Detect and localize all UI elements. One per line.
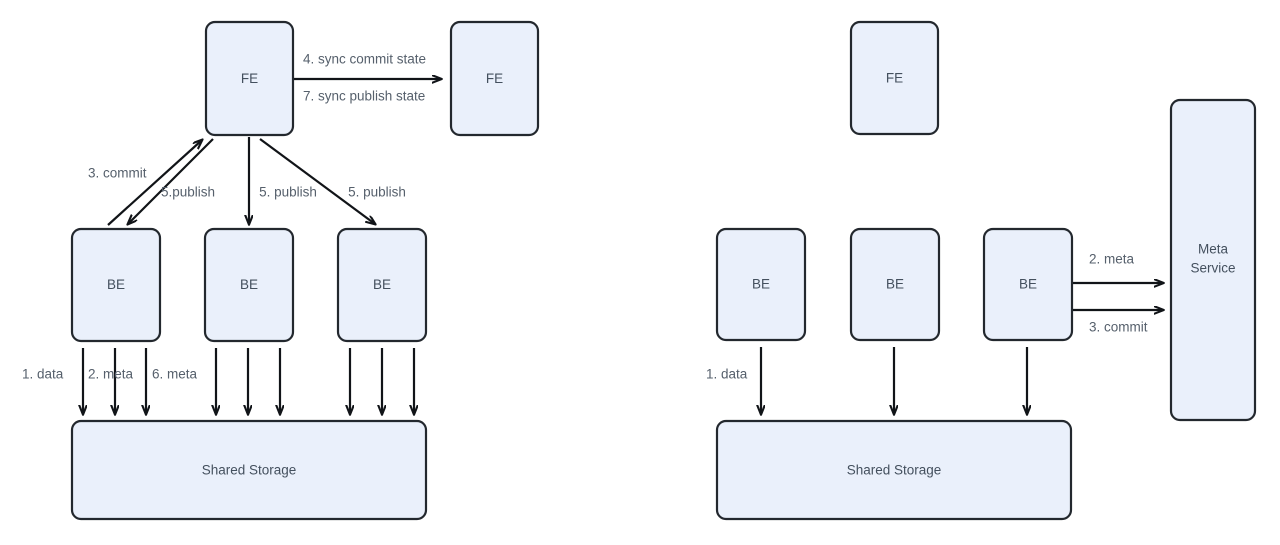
node-be-3-label: BE bbox=[373, 277, 391, 292]
edge-fe-to-be1-publish bbox=[128, 138, 214, 224]
node-be-2-label: BE bbox=[886, 277, 904, 292]
edge-label-publish-be2: 5. publish bbox=[259, 185, 317, 200]
edge-label-commit: 3. commit bbox=[1089, 320, 1148, 335]
node-be-2-label: BE bbox=[240, 277, 258, 292]
node-shared-storage-label: Shared Storage bbox=[847, 463, 942, 478]
node-meta-service[interactable]: Meta Service bbox=[1169, 98, 1257, 422]
node-be-3-label: BE bbox=[1019, 277, 1037, 292]
node-be-1[interactable]: BE bbox=[715, 227, 807, 342]
edge-label-data: 1. data bbox=[22, 367, 64, 382]
node-fe-follower[interactable]: FE bbox=[449, 20, 540, 137]
node-shared-storage[interactable]: Shared Storage bbox=[715, 419, 1073, 521]
edge-fe-to-be3-publish bbox=[259, 138, 375, 224]
edge-label-publish-be3: 5. publish bbox=[348, 185, 406, 200]
edge-label-sync-commit-state: 4. sync commit state bbox=[303, 52, 426, 67]
edge-label-meta-2: 2. meta bbox=[88, 367, 134, 382]
node-fe-primary[interactable]: FE bbox=[204, 20, 295, 137]
edge-be1-to-fe-commit bbox=[107, 140, 202, 226]
node-meta-service-label-line1: Meta bbox=[1198, 242, 1229, 257]
edge-label-sync-publish-state: 7. sync publish state bbox=[303, 89, 425, 104]
node-be-3[interactable]: BE bbox=[336, 227, 428, 343]
node-fe-label: FE bbox=[886, 71, 903, 86]
edge-label-data: 1. data bbox=[706, 367, 748, 382]
left-diagram: FE FE BE BE BE Shared Storage bbox=[22, 20, 540, 521]
node-be-1-label: BE bbox=[107, 277, 125, 292]
node-meta-service-label-line2: Service bbox=[1190, 261, 1235, 276]
edge-label-publish-be1: 5.publish bbox=[161, 185, 215, 200]
node-be-2[interactable]: BE bbox=[849, 227, 941, 342]
edge-label-meta: 2. meta bbox=[1089, 252, 1135, 267]
edge-label-commit: 3. commit bbox=[88, 166, 147, 181]
node-shared-storage[interactable]: Shared Storage bbox=[70, 419, 428, 521]
node-fe[interactable]: FE bbox=[849, 20, 940, 136]
node-fe-follower-label: FE bbox=[486, 71, 503, 86]
edge-label-meta-6: 6. meta bbox=[152, 367, 198, 382]
node-be-1-label: BE bbox=[752, 277, 770, 292]
node-be-2[interactable]: BE bbox=[203, 227, 295, 343]
node-shared-storage-label: Shared Storage bbox=[202, 463, 297, 478]
node-be-3[interactable]: BE bbox=[982, 227, 1074, 342]
right-diagram: FE BE BE BE Meta Service Shared Stora bbox=[706, 20, 1257, 521]
node-fe-primary-label: FE bbox=[241, 71, 258, 86]
node-be-1[interactable]: BE bbox=[70, 227, 162, 343]
